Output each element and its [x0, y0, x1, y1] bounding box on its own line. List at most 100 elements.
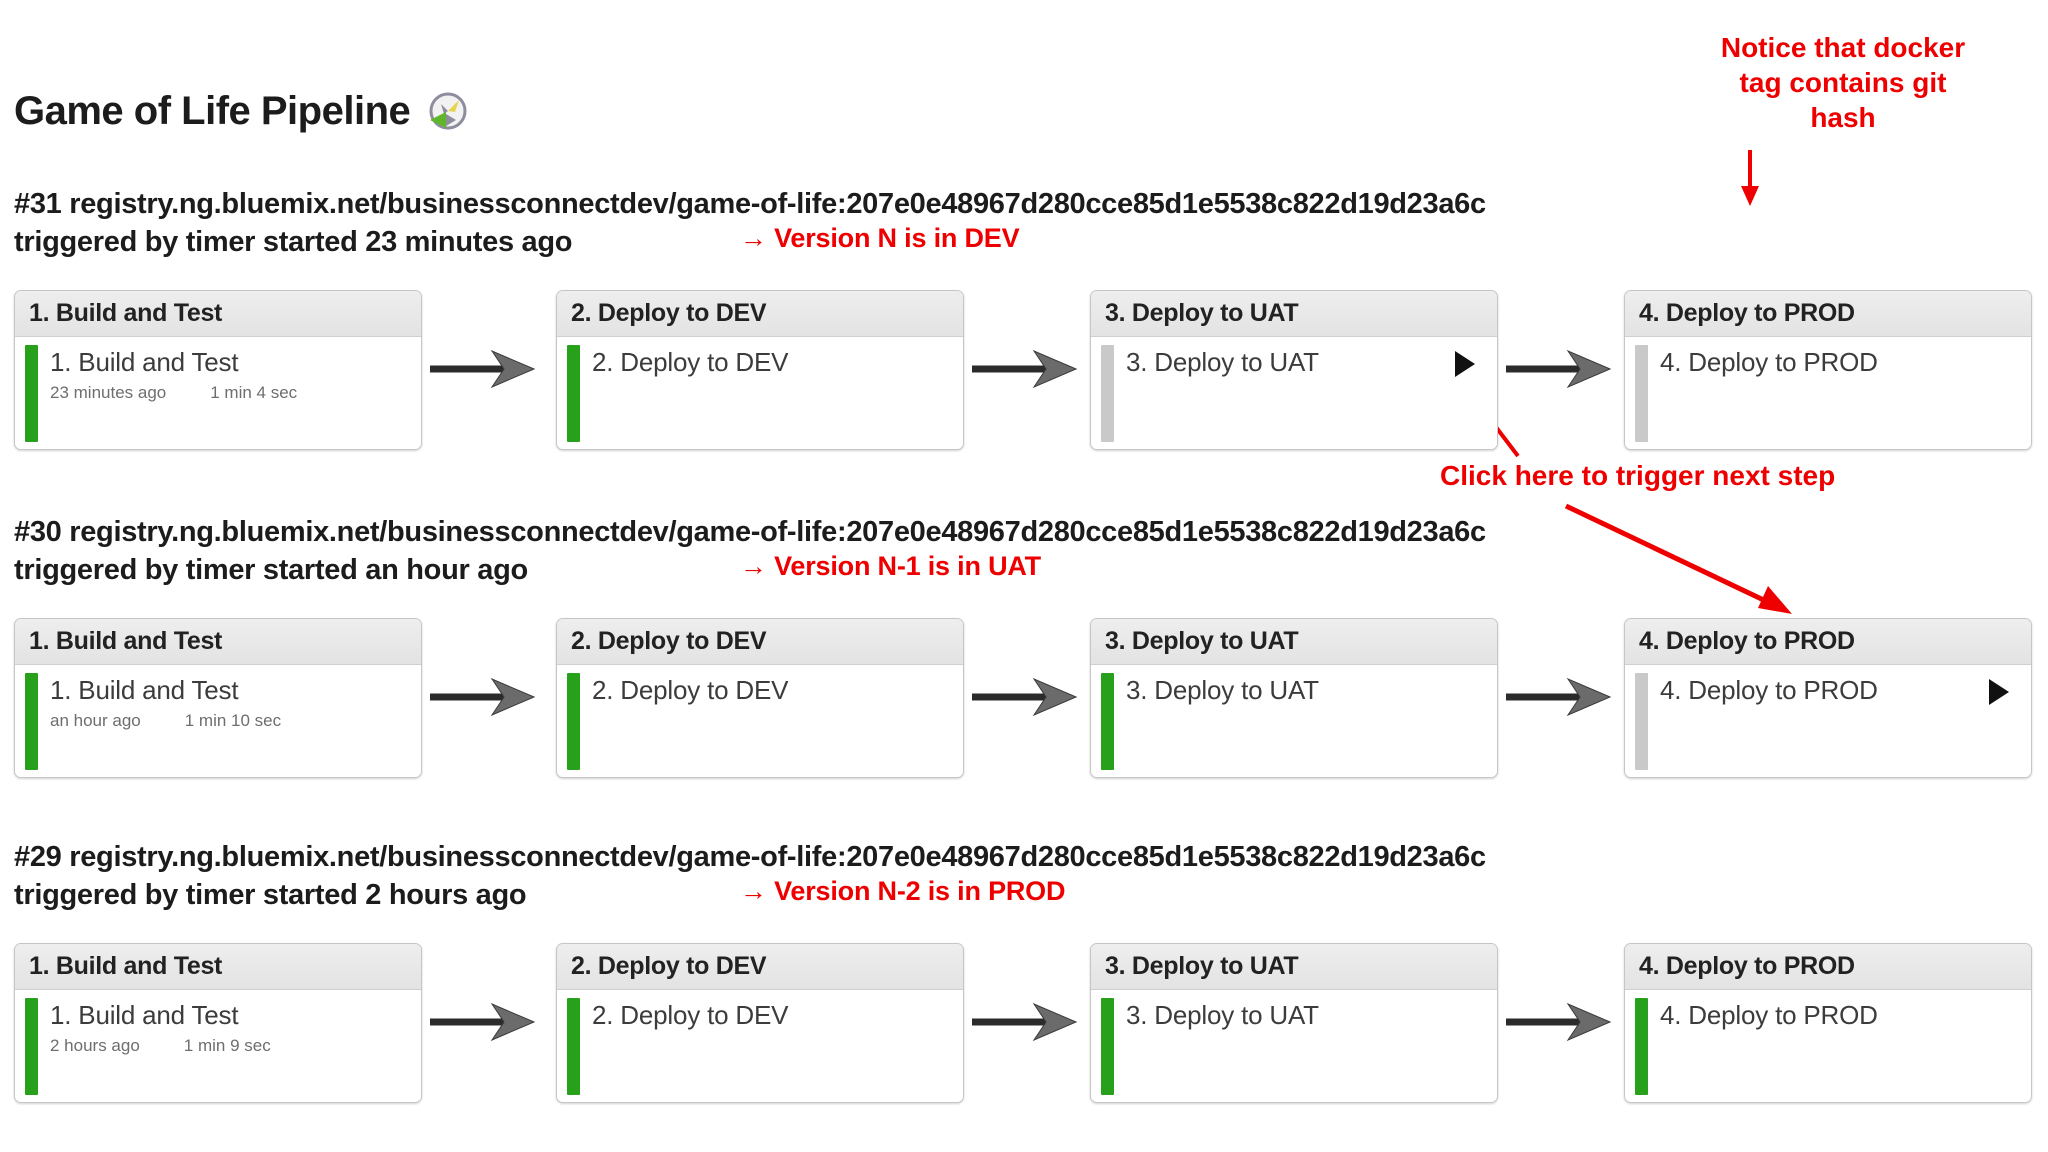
run-trigger-line: triggered by timer started 23 minutes ag… — [14, 226, 573, 258]
stage-body: 4. Deploy to PROD — [1625, 665, 2031, 777]
stage-card[interactable]: 2. Deploy to DEV 2. Deploy to DEV — [556, 618, 964, 778]
stage-body: 2. Deploy to DEV — [557, 990, 963, 1102]
run-trigger-line: triggered by timer started 2 hours ago — [14, 879, 527, 911]
stage-status-bar — [25, 345, 38, 442]
stage-status-bar — [25, 673, 38, 770]
stage-job-name: 4. Deploy to PROD — [1660, 1000, 1878, 1030]
stage-header: 2. Deploy to DEV — [557, 619, 963, 665]
stage-connector-arrow — [1506, 677, 1612, 717]
annotation-docker-tag: Notice that docker tag contains git hash — [1720, 32, 1966, 133]
stage-card[interactable]: 4. Deploy to PROD 4. Deploy to PROD — [1624, 618, 2032, 778]
stage-header: 1. Build and Test — [15, 619, 421, 665]
stage-body: 2. Deploy to DEV — [557, 665, 963, 777]
stage-play-icon[interactable] — [1989, 679, 2009, 705]
stage-text: 3. Deploy to UAT — [1114, 673, 1497, 777]
stage-duration: 1 min 9 sec — [183, 1036, 271, 1055]
stage-header: 2. Deploy to DEV — [557, 944, 963, 990]
stage-card[interactable]: 3. Deploy to UAT 3. Deploy to UAT — [1090, 290, 1498, 450]
annotation-click-trigger: Click here to trigger next step — [1440, 460, 1836, 491]
stage-meta: 23 minutes ago 1 min 4 sec — [50, 383, 421, 403]
stage-text: 4. Deploy to PROD — [1648, 673, 2031, 777]
stage-header: 3. Deploy to UAT — [1091, 619, 1497, 665]
stage-text: 4. Deploy to PROD — [1648, 998, 2031, 1102]
stage-started: 23 minutes ago — [50, 383, 167, 402]
stage-body: 1. Build and Test 23 minutes ago 1 min 4 … — [15, 337, 421, 449]
stage-text: 4. Deploy to PROD — [1648, 345, 2031, 449]
stage-status-bar — [567, 345, 580, 442]
stage-text: 2. Deploy to DEV — [580, 673, 963, 777]
stage-header: 1. Build and Test — [15, 944, 421, 990]
stage-body: 3. Deploy to UAT — [1091, 665, 1497, 777]
stage-card[interactable]: 4. Deploy to PROD 4. Deploy to PROD — [1624, 290, 2032, 450]
run-trigger-line: triggered by timer started an hour ago — [14, 554, 528, 586]
run-image-line: #31 registry.ng.bluemix.net/businessconn… — [14, 188, 1486, 220]
stage-card[interactable]: 1. Build and Test 1. Build and Test an h… — [14, 618, 422, 778]
stage-text: 2. Deploy to DEV — [580, 345, 963, 449]
pipeline-gauge-icon — [424, 90, 470, 136]
stage-header: 3. Deploy to UAT — [1091, 291, 1497, 337]
page-title-text: Game of Life Pipeline — [14, 88, 411, 133]
stage-body: 3. Deploy to UAT — [1091, 337, 1497, 449]
stage-header: 2. Deploy to DEV — [557, 291, 963, 337]
stage-text: 1. Build and Test 2 hours ago 1 min 9 sec — [38, 998, 421, 1102]
stage-duration: 1 min 10 sec — [184, 711, 282, 730]
stage-text: 1. Build and Test 23 minutes ago 1 min 4 … — [38, 345, 421, 449]
stage-started: an hour ago — [50, 711, 141, 730]
stage-status-bar — [1101, 673, 1114, 770]
stage-body: 1. Build and Test an hour ago 1 min 10 se… — [15, 665, 421, 777]
stage-job-name: 2. Deploy to DEV — [592, 347, 789, 377]
stage-connector-arrow — [430, 349, 536, 389]
stage-card[interactable]: 4. Deploy to PROD 4. Deploy to PROD — [1624, 943, 2032, 1103]
run-note: → Version N is in DEV — [740, 223, 1020, 253]
stage-status-bar — [25, 998, 38, 1095]
stage-job-name: 2. Deploy to DEV — [592, 675, 789, 705]
stage-job-name: 4. Deploy to PROD — [1660, 675, 1878, 705]
stage-job-name: 2. Deploy to DEV — [592, 1000, 789, 1030]
run-header: #30 registry.ng.bluemix.net/businessconn… — [14, 513, 1486, 589]
stage-play-icon[interactable] — [1455, 351, 1475, 377]
stage-card[interactable]: 3. Deploy to UAT 3. Deploy to UAT — [1090, 618, 1498, 778]
stage-header: 1. Build and Test — [15, 291, 421, 337]
stage-card[interactable]: 2. Deploy to DEV 2. Deploy to DEV — [556, 290, 964, 450]
stage-status-bar — [567, 998, 580, 1095]
stage-header: 3. Deploy to UAT — [1091, 944, 1497, 990]
stage-connector-arrow — [1506, 1002, 1612, 1042]
stage-job-name: 1. Build and Test — [50, 675, 239, 705]
stage-card[interactable]: 3. Deploy to UAT 3. Deploy to UAT — [1090, 943, 1498, 1103]
stage-status-bar — [1635, 345, 1648, 442]
run-header: #31 registry.ng.bluemix.net/businessconn… — [14, 185, 1486, 261]
stage-connector-arrow — [972, 1002, 1078, 1042]
stage-card[interactable]: 1. Build and Test 1. Build and Test 23 m… — [14, 290, 422, 450]
run-note: → Version N-2 is in PROD — [740, 876, 1066, 906]
stage-body: 1. Build and Test 2 hours ago 1 min 9 sec — [15, 990, 421, 1102]
stage-job-name: 3. Deploy to UAT — [1126, 347, 1319, 377]
stage-status-bar — [1101, 345, 1114, 442]
stage-job-name: 3. Deploy to UAT — [1126, 1000, 1319, 1030]
run-note: → Version N-1 is in UAT — [740, 551, 1041, 581]
run-image-line: #29 registry.ng.bluemix.net/businessconn… — [14, 841, 1486, 873]
stage-body: 4. Deploy to PROD — [1625, 990, 2031, 1102]
stage-text: 1. Build and Test an hour ago 1 min 10 se… — [38, 673, 421, 777]
page-title: Game of Life Pipeline — [14, 88, 470, 134]
stage-body: 3. Deploy to UAT — [1091, 990, 1497, 1102]
stage-card[interactable]: 2. Deploy to DEV 2. Deploy to DEV — [556, 943, 964, 1103]
stage-job-name: 3. Deploy to UAT — [1126, 675, 1319, 705]
stage-text: 2. Deploy to DEV — [580, 998, 963, 1102]
stage-header: 4. Deploy to PROD — [1625, 619, 2031, 665]
stage-started: 2 hours ago — [50, 1036, 140, 1055]
stage-duration: 1 min 4 sec — [210, 383, 298, 402]
stage-body: 4. Deploy to PROD — [1625, 337, 2031, 449]
stage-meta: an hour ago 1 min 10 sec — [50, 711, 421, 731]
stage-job-name: 1. Build and Test — [50, 1000, 239, 1030]
stage-text: 3. Deploy to UAT — [1114, 345, 1497, 449]
stage-body: 2. Deploy to DEV — [557, 337, 963, 449]
stage-text: 3. Deploy to UAT — [1114, 998, 1497, 1102]
stage-connector-arrow — [972, 349, 1078, 389]
stage-meta: 2 hours ago 1 min 9 sec — [50, 1036, 421, 1056]
annotation-arrow-to-hash — [1741, 150, 1759, 206]
stage-card[interactable]: 1. Build and Test 1. Build and Test 2 ho… — [14, 943, 422, 1103]
stage-status-bar — [567, 673, 580, 770]
stage-header: 4. Deploy to PROD — [1625, 944, 2031, 990]
stage-job-name: 1. Build and Test — [50, 347, 239, 377]
stage-connector-arrow — [972, 677, 1078, 717]
